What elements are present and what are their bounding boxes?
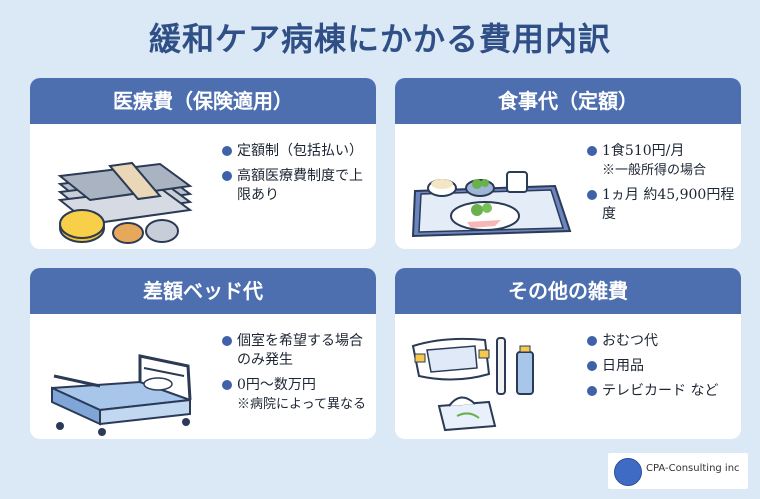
card-meal-costs: 食事代（定額） 1食510円/月 ※一般所得の場合 1ヵ月 約45,900円程度 <box>395 78 741 249</box>
bullet-text: 0円〜数万円 <box>237 377 316 393</box>
bullet-item: 個室を希望する場合のみ発生 <box>222 332 372 370</box>
page-title: 緩和ケア病棟にかかる費用内訳 <box>148 20 611 58</box>
bullet-text: テレビカード など <box>602 383 719 399</box>
bullet-dot-icon <box>587 190 597 200</box>
bullet-text: 個室を希望する場合のみ発生 <box>237 333 363 368</box>
bullet-subtext: ※病院によって異なる <box>237 397 366 412</box>
card-medical-costs: 医療費（保険適用） 定額制（包括払い） 高額医療費制度で上限あり <box>30 78 376 249</box>
bullet-dot-icon <box>587 361 597 371</box>
bullet-text: 高額医療費制度で上限あり <box>237 168 363 203</box>
money-icon <box>40 136 215 249</box>
bullet-dot-icon <box>587 146 597 156</box>
card-heading: 差額ベッド代 <box>30 268 376 314</box>
meal-tray-icon <box>405 136 580 249</box>
bullet-item: 日用品 <box>587 357 737 376</box>
bullet-dot-icon <box>222 336 232 346</box>
card-heading: その他の雑費 <box>395 268 741 314</box>
bullet-item: テレビカード など <box>587 382 737 401</box>
bullet-item: 高額医療費制度で上限あり <box>222 167 372 205</box>
company-logo: CPA-Consulting inc <box>608 453 748 489</box>
bullet-dot-icon <box>222 146 232 156</box>
bullet-item: 定額制（包括払い） <box>222 142 372 161</box>
bullet-item: 1食510円/月 ※一般所得の場合 <box>587 142 737 180</box>
bullet-text: おむつ代 <box>602 333 658 349</box>
bullet-item: おむつ代 <box>587 332 737 351</box>
bullet-text: 日用品 <box>602 358 644 374</box>
bullet-dot-icon <box>587 336 597 346</box>
bullet-text: 1食510円/月 <box>602 143 685 159</box>
bullet-dot-icon <box>587 386 597 396</box>
bullet-text: 1ヵ月 約45,900円程度 <box>602 187 735 222</box>
card-heading: 食事代（定額） <box>395 78 741 124</box>
bullet-item: 0円〜数万円 ※病院によって異なる <box>222 376 372 414</box>
card-bed-costs: 差額ベッド代 個室を希望する場合のみ発生 0円〜数万円 ※病院によって異なる <box>30 268 376 439</box>
bullet-item: 1ヵ月 約45,900円程度 <box>587 186 737 224</box>
logo-emblem-icon <box>614 458 642 486</box>
card-heading: 医療費（保険適用） <box>30 78 376 124</box>
bullet-subtext: ※一般所得の場合 <box>602 163 707 178</box>
bullet-dot-icon <box>222 171 232 181</box>
card-misc-costs: その他の雑費 おむつ代 日用品 テレビカード など <box>395 268 741 439</box>
hospital-bed-icon <box>40 326 215 439</box>
daily-goods-icon <box>405 326 580 439</box>
logo-text: CPA-Consulting inc <box>646 463 740 474</box>
bullet-text: 定額制（包括払い） <box>237 143 363 159</box>
bullet-dot-icon <box>222 380 232 390</box>
